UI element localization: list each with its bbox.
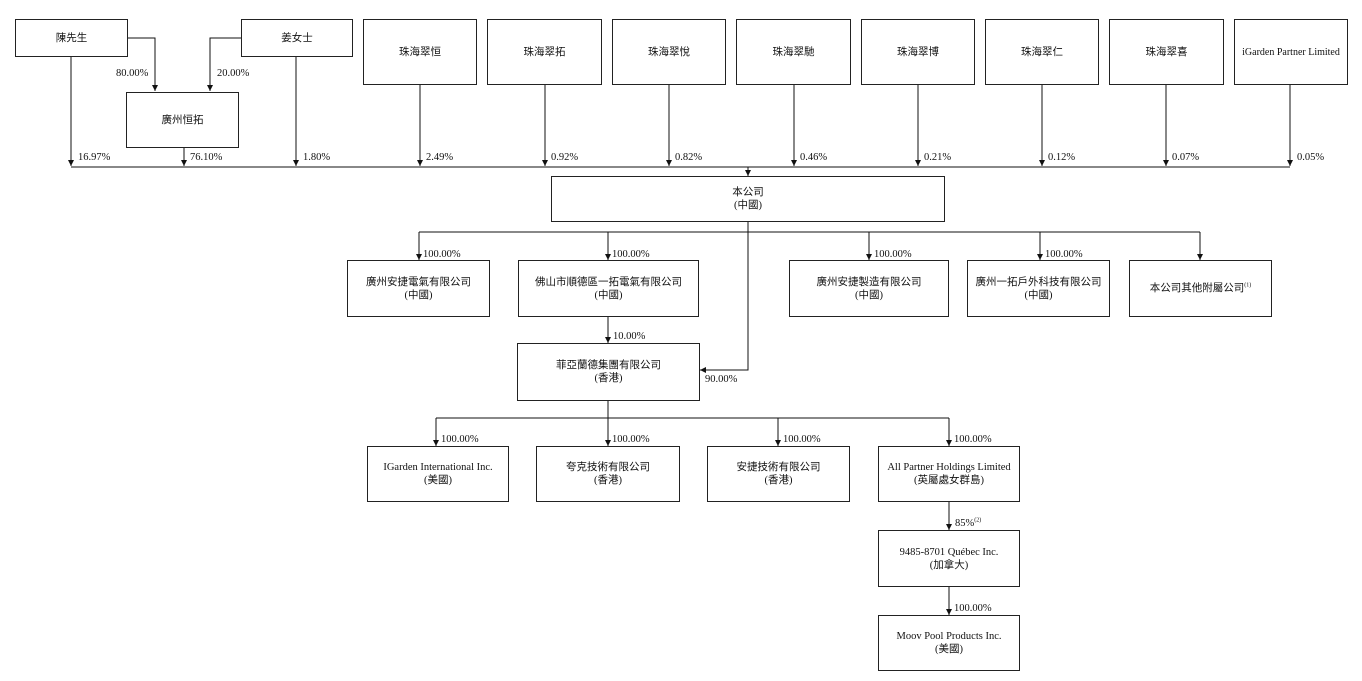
- shareholder-jiang: 姜女士: [241, 19, 353, 57]
- pct-hengtuo-direct: 76.10%: [190, 152, 223, 163]
- company-name: 本公司: [732, 187, 764, 198]
- pct-foshan-yituo: 100.00%: [612, 249, 650, 260]
- sub-yituo-outdoor: 廣州一拓戶外科技有限公司 (中國): [967, 260, 1110, 317]
- shareholder-guangzhou-hengtuo-label: 廣州恒拓: [161, 114, 204, 126]
- sub-quebec: 9485-8701 Québec Inc. (加拿大): [878, 530, 1020, 587]
- sub-igarden-intl: IGarden International Inc. (美國): [367, 446, 509, 502]
- pct-anjie-tech: 100.00%: [783, 434, 821, 445]
- sub-anjie-electric-name: 廣州安捷電氣有限公司: [366, 276, 471, 288]
- sub-quebec-name: 9485-8701 Québec Inc.: [899, 546, 999, 558]
- sub-yituo-outdoor-jurisdiction: (中國): [1024, 289, 1053, 301]
- shareholder-zhuhai-cuibo-label: 珠海翠博: [897, 46, 939, 58]
- pct-foshan-to-philander: 10.00%: [613, 331, 646, 342]
- pct-anjie-electric: 100.00%: [423, 249, 461, 260]
- shareholder-jiang-label: 姜女士: [281, 32, 313, 44]
- pct-cuichi: 0.46%: [800, 152, 828, 163]
- sub-anjie-manufacturing-name: 廣州安捷製造有限公司: [816, 276, 922, 288]
- company-box: 本公司 (中國): [551, 176, 945, 222]
- shareholder-chen-label: 陳先生: [55, 32, 88, 44]
- shareholder-zhuhai-cuichi-label: 珠海翠馳: [772, 46, 815, 58]
- shareholder-zhuhai-cuiyue-label: 珠海翠悅: [648, 46, 690, 58]
- sub-moov: Moov Pool Products Inc. (美國): [878, 615, 1020, 671]
- shareholder-zhuhai-cuiyue: 珠海翠悅: [612, 19, 726, 85]
- pct-cuiren: 0.12%: [1048, 152, 1076, 163]
- shareholder-zhuhai-cuiheng: 珠海翠恒: [363, 19, 477, 85]
- sub-igarden-intl-jurisdiction: (美國): [424, 475, 452, 486]
- sub-all-partner: All Partner Holdings Limited (英屬處女群島): [878, 446, 1020, 502]
- shareholder-zhuhai-cuiren-label: 珠海翠仁: [1021, 46, 1063, 58]
- pct-chen-direct: 16.97%: [78, 152, 111, 163]
- sub-all-partner-jurisdiction: (英屬處女群島): [914, 475, 984, 486]
- shareholder-zhuhai-cuiheng-label: 珠海翠恒: [399, 46, 441, 58]
- pct-quebec-value: 85%: [955, 518, 975, 529]
- pct-igarden-partner: 0.05%: [1297, 152, 1325, 163]
- sub-igarden-intl-name: IGarden International Inc.: [383, 462, 493, 473]
- sub-kuake-name: 夸克技術有限公司: [566, 462, 650, 473]
- pct-cuibo: 0.21%: [924, 152, 952, 163]
- pct-yituo-outdoor: 100.00%: [1045, 249, 1083, 260]
- pct-igarden-intl: 100.00%: [441, 434, 479, 445]
- shareholder-chen: 陳先生: [15, 19, 128, 57]
- shareholder-igarden-partner-label: iGarden Partner Limited: [1242, 46, 1340, 58]
- pct-anjie-manufacturing: 100.00%: [874, 249, 912, 260]
- sub-anjie-manufacturing: 廣州安捷製造有限公司 (中國): [789, 260, 949, 317]
- pct-jiang-direct: 1.80%: [303, 152, 331, 163]
- sub-philander-name: 菲亞蘭德集團有限公司: [556, 360, 661, 371]
- pct-cuixi: 0.07%: [1172, 152, 1200, 163]
- shareholder-zhuhai-cuiren: 珠海翠仁: [985, 19, 1099, 85]
- company-jurisdiction: (中國): [734, 200, 762, 211]
- pct-quebec: 85%(2): [955, 518, 981, 530]
- pct-cuituo: 0.92%: [551, 152, 579, 163]
- sub-moov-jurisdiction: (美國): [935, 644, 963, 655]
- sub-kuake: 夸克技術有限公司 (香港): [536, 446, 680, 502]
- pct-moov: 100.00%: [954, 603, 992, 614]
- pct-company-to-philander: 90.00%: [705, 374, 738, 385]
- sub-anjie-tech-jurisdiction: (香港): [764, 475, 793, 486]
- sub-quebec-jurisdiction: (加拿大): [929, 559, 969, 571]
- pct-kuake: 100.00%: [612, 434, 650, 445]
- sub-foshan-yituo-jurisdiction: (中國): [594, 289, 623, 301]
- sub-moov-name: Moov Pool Products Inc.: [896, 631, 1002, 642]
- sub-other: 本公司其他附屬公司(1): [1129, 260, 1272, 317]
- sub-other-name: 本公司其他附屬公司(1): [1150, 282, 1252, 295]
- sub-philander-jurisdiction: (香港): [594, 373, 623, 384]
- pct-chen-to-hengtuo: 80.00%: [116, 68, 149, 79]
- sub-anjie-manufacturing-jurisdiction: (中國): [855, 289, 883, 301]
- shareholder-zhuhai-cuixi-label: 珠海翠喜: [1145, 46, 1188, 58]
- sub-kuake-jurisdiction: (香港): [594, 475, 622, 486]
- shareholder-guangzhou-hengtuo: 廣州恒拓: [126, 92, 239, 148]
- shareholder-zhuhai-cuituo: 珠海翠拓: [487, 19, 602, 85]
- pct-all-partner: 100.00%: [954, 434, 992, 445]
- sub-other-note: (1): [1244, 282, 1252, 289]
- pct-jiang-to-hengtuo: 20.00%: [217, 68, 250, 79]
- sub-all-partner-name: All Partner Holdings Limited: [887, 462, 1011, 473]
- shareholder-zhuhai-cuixi: 珠海翠喜: [1109, 19, 1224, 85]
- pct-cuiyue: 0.82%: [675, 152, 703, 163]
- shareholder-igarden-partner: iGarden Partner Limited: [1234, 19, 1348, 85]
- pct-cuiheng: 2.49%: [426, 152, 454, 163]
- sub-anjie-tech: 安捷技術有限公司 (香港): [707, 446, 850, 502]
- sub-anjie-electric: 廣州安捷電氣有限公司 (中國): [347, 260, 490, 317]
- sub-philander: 菲亞蘭德集團有限公司 (香港): [517, 343, 700, 401]
- sub-other-name-text: 本公司其他附屬公司: [1149, 283, 1245, 294]
- sub-yituo-outdoor-name: 廣州一拓戶外科技有限公司: [975, 276, 1102, 288]
- sub-anjie-electric-jurisdiction: (中國): [404, 289, 433, 301]
- sub-anjie-tech-name: 安捷技術有限公司: [736, 462, 821, 473]
- shareholder-zhuhai-cuituo-label: 珠海翠拓: [523, 46, 566, 58]
- shareholder-zhuhai-cuichi: 珠海翠馳: [736, 19, 851, 85]
- shareholder-zhuhai-cuibo: 珠海翠博: [861, 19, 975, 85]
- sub-foshan-yituo: 佛山市順德區一拓電氣有限公司 (中國): [518, 260, 699, 317]
- pct-quebec-note: (2): [974, 517, 982, 524]
- sub-foshan-yituo-name: 佛山市順德區一拓電氣有限公司: [535, 276, 682, 288]
